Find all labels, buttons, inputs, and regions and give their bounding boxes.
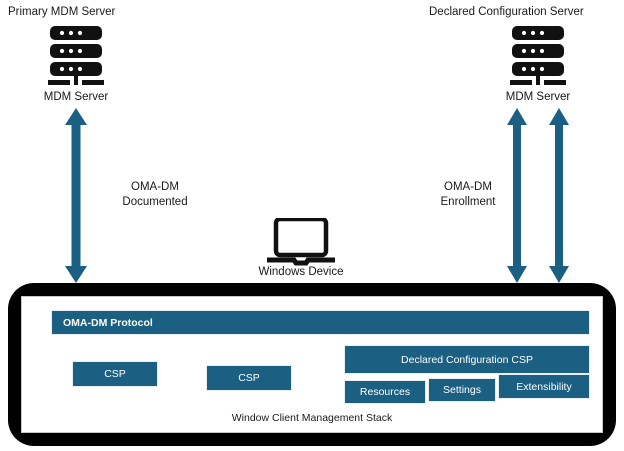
- left-server-caption: MDM Server: [43, 91, 109, 103]
- stack-inner-panel: OMA-DM Protocol CSP CSP Declared Configu…: [21, 296, 603, 433]
- double-headed-arrow-icon: [548, 108, 570, 283]
- extensibility-box[interactable]: Extensibility: [498, 374, 590, 399]
- server-rack-icon: [44, 24, 108, 86]
- csp-box-1[interactable]: CSP: [72, 361, 158, 387]
- csp-box-2[interactable]: CSP: [206, 365, 292, 391]
- windows-device-caption: Windows Device: [258, 266, 344, 278]
- windows-client-stack-container: OMA-DM Protocol CSP CSP Declared Configu…: [8, 283, 616, 446]
- double-headed-arrow-icon: [64, 108, 88, 283]
- oma-dm-protocol-bar[interactable]: OMA-DM Protocol: [51, 310, 590, 335]
- resources-box[interactable]: Resources: [344, 380, 426, 404]
- edge-label-right: OMA-DM Enrollment: [440, 181, 496, 208]
- stack-caption: Window Client Management Stack: [231, 412, 393, 424]
- settings-box[interactable]: Settings: [428, 378, 496, 402]
- laptop-icon: [265, 216, 337, 266]
- right-server-caption: MDM Server: [505, 91, 571, 103]
- server-rack-icon: [506, 24, 570, 86]
- declared-configuration-server-title: Declared Configuration Server: [429, 6, 584, 18]
- edge-label-left: OMA-DM Documented: [122, 181, 188, 208]
- declared-configuration-csp-box[interactable]: Declared Configuration CSP: [344, 345, 590, 374]
- double-headed-arrow-icon: [506, 108, 528, 283]
- primary-mdm-server-title: Primary MDM Server: [8, 6, 116, 18]
